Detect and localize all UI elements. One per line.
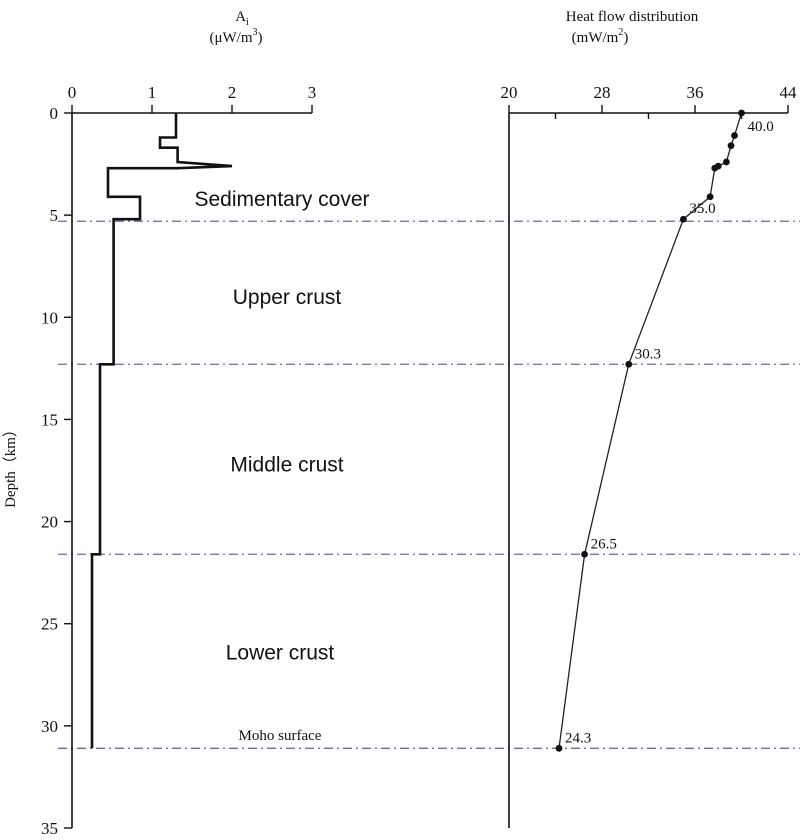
- heat-production-series: [90, 113, 233, 749]
- y-tick-label: 15: [41, 410, 58, 429]
- y-tick-label: 0: [50, 104, 59, 123]
- heat-production-step-line: [90, 113, 233, 749]
- right-x-tick-label: 20: [501, 83, 518, 102]
- y-tick-label: 25: [41, 615, 58, 634]
- heat-flow-point: [711, 164, 719, 172]
- heat-flow-data-label: 30.3: [635, 346, 661, 362]
- heat-flow-point: [581, 550, 588, 558]
- right-x-tick-label: 36: [687, 83, 704, 102]
- left-x-tick-label: 0: [68, 83, 77, 102]
- y-tick-label: 5: [50, 206, 59, 225]
- y-tick-label: 35: [41, 819, 58, 838]
- heat-flow-point: [731, 132, 738, 139]
- left-x-tick-label: 3: [308, 83, 317, 102]
- right-title: Heat flow distribution: [566, 9, 699, 25]
- heat-flow-data-label: 35.0: [689, 201, 715, 217]
- heat-flow-data-label: 40.0: [748, 119, 774, 135]
- left-title: Ai: [235, 9, 249, 28]
- heat-flow-point: [727, 142, 735, 150]
- right-x-tick-label: 28: [594, 83, 611, 102]
- right-unit-label: (mW/m2): [572, 27, 629, 46]
- heat-flow-data-label: 24.3: [565, 730, 591, 746]
- heat-flow-point: [738, 109, 745, 117]
- heat-flow-data-label: 26.5: [591, 536, 617, 552]
- heat-flow-point: [706, 193, 714, 201]
- heat-flow-series: 40.0 35.0 30.3 26.5 24.3: [555, 109, 774, 752]
- left-unit-label: (μW/m3): [209, 27, 262, 46]
- layer-label: Upper crust: [233, 286, 342, 309]
- right-x-tick-label: 44: [780, 83, 798, 102]
- y-tick-label: 20: [41, 513, 58, 532]
- layer-boundaries: [58, 220, 800, 749]
- layer-label: Lower crust: [226, 641, 335, 664]
- right-axes: 20 28 36 44: [501, 83, 798, 828]
- moho-label: Moho surface: [239, 728, 322, 744]
- heat-flow-point: [555, 744, 563, 752]
- y-axis-label: Depth（km）: [2, 422, 19, 508]
- heat-flow-point: [722, 158, 730, 166]
- left-x-tick-label: 1: [148, 83, 157, 102]
- y-tick-label: 10: [41, 308, 58, 327]
- heat-flow-point: [679, 215, 687, 223]
- y-tick-label: 30: [41, 717, 58, 736]
- heat-flow-point: [625, 360, 633, 368]
- layer-label: Sedimentary cover: [194, 188, 369, 211]
- left-x-tick-label: 2: [228, 83, 237, 102]
- layer-label: Middle crust: [230, 453, 343, 476]
